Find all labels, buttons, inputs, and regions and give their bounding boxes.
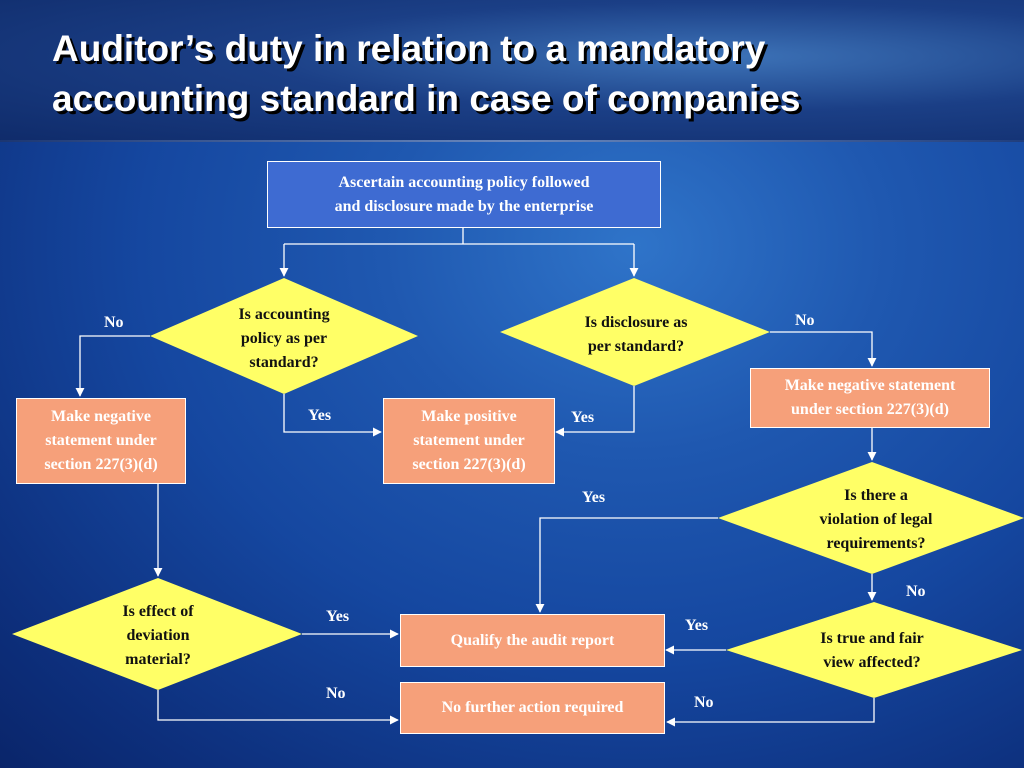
- ascertain-line-2: and disclosure made by the enterprise: [334, 197, 594, 215]
- negative-left-line-1: Make negative: [51, 408, 151, 425]
- no-action-line-1: No further action required: [441, 699, 624, 716]
- make-negative-statement-left-box: Make negative statement under section 22…: [16, 398, 186, 484]
- negative-right-line-1: Make negative statement: [784, 377, 956, 394]
- deviation-no-label: No: [326, 685, 346, 702]
- violation-decision-diamond: [718, 462, 1024, 574]
- policy-decision-line-1: Is accounting: [238, 306, 330, 323]
- disclosure-yes-label: Yes: [571, 409, 595, 426]
- connector-disclosure-yes: [555, 386, 635, 437]
- truefair-yes-label: Yes: [685, 617, 709, 634]
- qualify-line-1: Qualify the audit report: [450, 631, 615, 649]
- page-title: Auditor’s duty in relation to a mandator…: [52, 24, 992, 124]
- policy-yes-label: Yes: [308, 407, 332, 424]
- deviation-decision-line-2: deviation: [126, 627, 190, 644]
- policy-decision-text: Is accounting policy as per standard?: [204, 303, 364, 375]
- deviation-decision-line-3: material?: [125, 651, 191, 668]
- make-positive-statement-box: Make positive statement under section 22…: [383, 398, 555, 484]
- disclosure-decision-diamond: [500, 278, 770, 386]
- violation-decision-line-1: Is there a: [844, 487, 908, 504]
- violation-no-label: No: [906, 583, 926, 600]
- title-divider: [0, 140, 1024, 142]
- policy-decision-diamond: [150, 278, 418, 394]
- connector-deviation-no: [157, 690, 399, 725]
- violation-decision-line-2: violation of legal: [819, 511, 933, 528]
- negative-left-line-3: section 227(3)(d): [44, 456, 158, 473]
- negative-left-line-2: statement under: [45, 432, 157, 449]
- make-negative-statement-right-box: Make negative statement under section 22…: [750, 368, 990, 428]
- deviation-decision-text: Is effect of deviation material?: [78, 600, 238, 672]
- policy-no-label: No: [104, 314, 124, 331]
- true-fair-decision-text: Is true and fair view affected?: [792, 627, 952, 675]
- positive-line-1: Make positive: [421, 408, 517, 425]
- deviation-decision-line-1: Is effect of: [122, 603, 194, 620]
- ascertain-line-1: Ascertain accounting policy followed: [338, 173, 590, 191]
- violation-yes-label: Yes: [582, 489, 606, 506]
- disclosure-no-label: No: [795, 312, 815, 329]
- connector-policy-yes: [283, 394, 382, 437]
- qualify-audit-report-box: Qualify the audit report: [400, 614, 665, 667]
- deviation-yes-label: Yes: [326, 608, 350, 625]
- policy-decision-line-3: standard?: [249, 354, 319, 371]
- policy-decision-line-2: policy as per: [240, 330, 328, 347]
- disclosure-decision-line-2: per standard?: [587, 338, 685, 355]
- connector-violation-yes: [535, 517, 718, 613]
- ascertain-policy-box: Ascertain accounting policy followed and…: [267, 161, 661, 228]
- violation-decision-text: Is there a violation of legal requiremen…: [796, 484, 956, 556]
- true-fair-decision-diamond: [726, 602, 1022, 698]
- deviation-decision-diamond: [12, 578, 302, 690]
- negative-right-line-2: under section 227(3)(d): [791, 401, 949, 418]
- disclosure-decision-text: Is disclosure as per standard?: [556, 311, 716, 359]
- connector-policy-no: [75, 335, 150, 397]
- title-band: Auditor’s duty in relation to a mandator…: [0, 0, 1024, 142]
- disclosure-decision-line-1: Is disclosure as: [584, 314, 688, 331]
- positive-line-3: section 227(3)(d): [412, 456, 526, 473]
- true-fair-decision-line-2: view affected?: [823, 654, 921, 671]
- page-title-line-2: accounting standard in case of companies: [52, 78, 801, 119]
- positive-line-2: statement under: [413, 432, 525, 449]
- connector-disclosure-no: [770, 331, 877, 367]
- connectors: [75, 228, 877, 727]
- no-further-action-box: No further action required: [400, 682, 665, 734]
- truefair-no-label: No: [694, 694, 714, 711]
- true-fair-decision-line-1: Is true and fair: [820, 630, 924, 647]
- connector-truefair-no: [666, 698, 875, 727]
- violation-decision-line-3: requirements?: [826, 535, 926, 552]
- page-title-line-1: Auditor’s duty in relation to a mandator…: [52, 28, 766, 69]
